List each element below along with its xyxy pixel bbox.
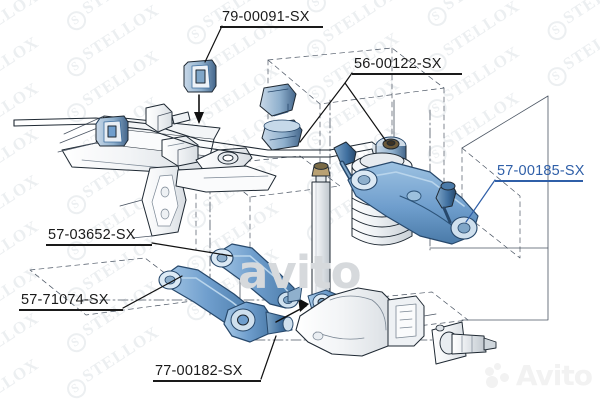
callout-79-00091-sx: 79-00091-SX	[220, 9, 323, 28]
wheel-knuckle	[295, 287, 437, 357]
assembly-arrow-down	[194, 94, 204, 124]
callout-77-00182-sx: 77-00182-SX	[153, 363, 261, 382]
upper-mount-bumper	[259, 83, 297, 117]
callout-57-00185-sx: 57-00185-SX	[495, 163, 585, 182]
callout-underline	[495, 180, 583, 182]
ball-joint-highlighted	[223, 301, 294, 343]
callout-label-text: 57-00185-SX	[497, 163, 585, 179]
callout-underline	[153, 380, 261, 382]
callout-57-71074-sx: 57-71074-SX	[19, 292, 123, 311]
stabilizer-bracket	[145, 103, 191, 133]
upper-mount-seat	[261, 119, 303, 151]
callout-label-text: 79-00091-SX	[222, 9, 310, 25]
callout-56-00122-sx: 56-00122-SX	[352, 56, 462, 75]
lower-control-arm-highlighted	[347, 161, 479, 245]
callout-underline	[352, 73, 462, 75]
callout-label-text: 56-00122-SX	[354, 56, 442, 72]
arm-stud	[435, 181, 457, 224]
callout-label-text: 77-00182-SX	[155, 363, 243, 379]
assembly-arrow-upright	[275, 298, 309, 323]
callout-label-text: 57-03652-SX	[48, 227, 136, 243]
callout-57-03652-sx: 57-03652-SX	[46, 227, 152, 246]
callout-underline	[46, 244, 152, 246]
trailing-arm-end-joint	[287, 285, 303, 303]
wheel-hub-stub-axle	[431, 321, 497, 365]
stabilizer-bushing-installed	[95, 115, 129, 147]
callout-underline	[19, 309, 123, 311]
callout-label-text: 57-71074-SX	[21, 292, 109, 308]
callout-underline	[220, 26, 323, 28]
leader-lines	[122, 25, 496, 380]
stabilizer-bushing-exploded	[183, 59, 217, 93]
rear-subframe	[57, 115, 277, 239]
